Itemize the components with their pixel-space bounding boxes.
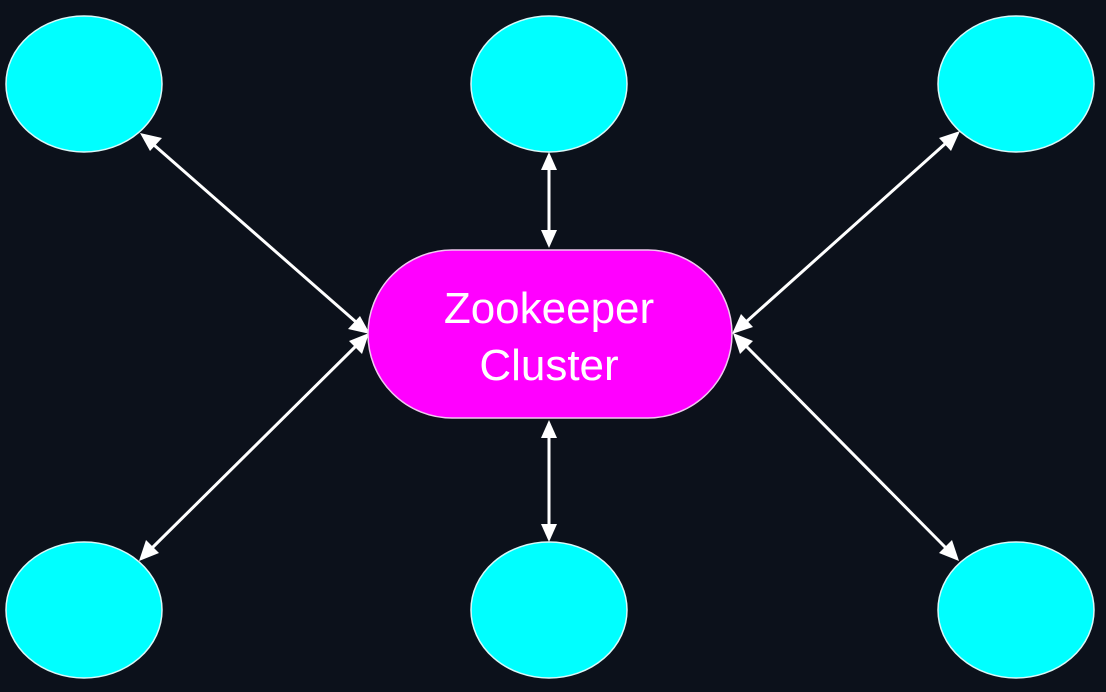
- client-node-bottom-left: [5, 541, 163, 679]
- connector-top-center: [541, 152, 557, 248]
- zookeeper-cluster-node: Zookeeper Cluster: [367, 249, 733, 419]
- connector-top-left: [140, 133, 370, 334]
- client-node-bottom-right: [937, 541, 1095, 679]
- connector-bottom-right: [733, 333, 959, 561]
- client-nodes: [5, 15, 1095, 679]
- client-node-bottom-center: [470, 541, 628, 679]
- cluster-shape: [367, 249, 733, 419]
- cluster-label-line-1: Zookeeper: [444, 284, 654, 333]
- client-node-top-center: [470, 15, 628, 153]
- client-node-top-left: [5, 15, 163, 153]
- connector-bottom-center: [541, 420, 557, 542]
- client-node-top-right: [937, 15, 1095, 153]
- connectors: [139, 131, 960, 561]
- connector-top-right: [732, 131, 960, 334]
- connector-bottom-left: [139, 333, 369, 561]
- cluster-label-line-2: Cluster: [479, 341, 618, 390]
